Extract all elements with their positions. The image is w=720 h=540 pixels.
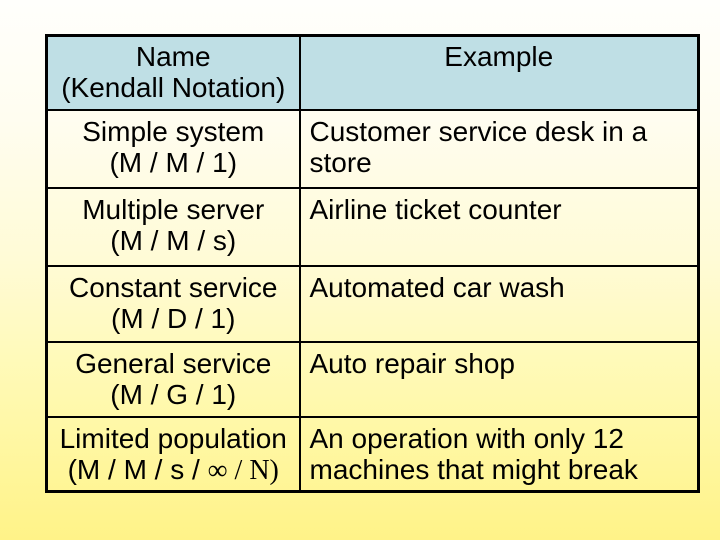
- system-notation: (M / M / s): [52, 225, 295, 257]
- notation-sans: (M / D / 1): [111, 303, 236, 334]
- header-cell-name: Name (Kendall Notation): [45, 34, 301, 111]
- cell-example: Auto repair shop: [298, 341, 700, 418]
- cell-example: An operation with only 12 machines that …: [298, 416, 700, 492]
- cell-name: Limited population (M / M / s / ∞ / N): [45, 416, 301, 492]
- notation-sans: (M / M / 1): [109, 147, 238, 178]
- system-name: Simple system: [82, 116, 265, 147]
- kendall-notation-table: Name (Kendall Notation) Example Simple s…: [45, 34, 700, 493]
- cell-name: Multiple server (M / M / s): [45, 187, 301, 267]
- system-name: Limited population: [59, 423, 287, 454]
- header-name-line2: (Kendall Notation): [61, 72, 286, 103]
- cell-example: Automated car wash: [298, 265, 700, 343]
- table-row: Limited population (M / M / s / ∞ / N) A…: [45, 416, 700, 492]
- notation-serif: ∞ / N): [207, 455, 279, 486]
- header-row: Name (Kendall Notation) Example: [45, 34, 700, 111]
- system-notation: (M / D / 1): [52, 303, 295, 335]
- table-row: Constant service (M / D / 1) Automated c…: [45, 265, 700, 343]
- table-row: Multiple server (M / M / s) Airline tick…: [45, 187, 700, 267]
- system-notation: (M / M / s / ∞ / N): [52, 454, 295, 486]
- header-name-line1: Name: [135, 41, 211, 72]
- header-example-label: Example: [444, 41, 554, 72]
- header-cell-example: Example: [298, 34, 700, 111]
- notation-sans: (M / M / s): [110, 225, 237, 256]
- system-name: Constant service: [68, 272, 278, 303]
- cell-example: Airline ticket counter: [298, 187, 700, 267]
- cell-example: Customer service desk in a store: [298, 109, 700, 189]
- cell-name: General service (M / G / 1): [45, 341, 301, 418]
- system-name: Multiple server: [82, 194, 265, 225]
- cell-name: Simple system (M / M / 1): [45, 109, 301, 189]
- table-row: Simple system (M / M / 1) Customer servi…: [45, 109, 700, 189]
- system-notation: (M / M / 1): [52, 147, 295, 179]
- table-row: General service (M / G / 1) Auto repair …: [45, 341, 700, 418]
- notation-sans: (M / M / s /: [67, 454, 208, 485]
- system-name: General service: [75, 348, 272, 379]
- system-notation: (M / G / 1): [52, 379, 295, 411]
- cell-name: Constant service (M / D / 1): [45, 265, 301, 343]
- notation-sans: (M / G / 1): [110, 379, 237, 410]
